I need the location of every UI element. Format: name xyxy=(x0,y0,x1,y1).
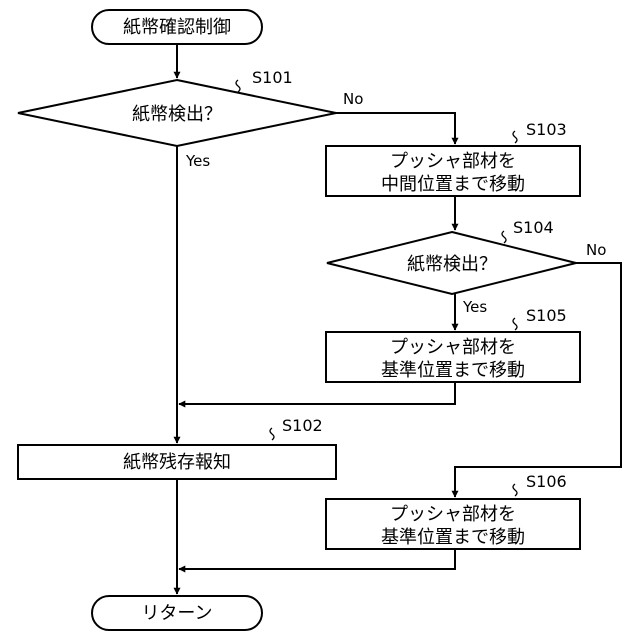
branch-s104-no: No xyxy=(586,241,606,259)
step-id-s104: S104 xyxy=(513,218,554,237)
step-leader-s106 xyxy=(513,484,517,496)
step-leader-s105 xyxy=(513,318,517,330)
step-leader-s102 xyxy=(270,428,274,440)
start-terminal-label: 紙幣確認制御 xyxy=(123,17,231,38)
process-s105-line1: プッシャ部材を xyxy=(390,337,516,358)
process-s105-line2: 基準位置まで移動 xyxy=(381,360,525,381)
decision-s104-label: 紙幣検出？ xyxy=(407,254,497,275)
step-id-s101: S101 xyxy=(252,68,293,87)
process-s102-label: 紙幣残存報知 xyxy=(123,452,231,473)
branch-s101-no: No xyxy=(343,90,363,108)
decision-s101-label: 紙幣検出？ xyxy=(132,104,222,125)
step-leader-s104 xyxy=(502,231,506,243)
connector-s101-no xyxy=(336,113,455,144)
connector-s105-merge xyxy=(179,382,455,404)
process-s103-line1: プッシャ部材を xyxy=(390,151,516,172)
end-terminal-label: リターン xyxy=(141,603,212,624)
connector-s106-merge xyxy=(179,549,455,569)
step-id-s102: S102 xyxy=(282,416,323,435)
process-s106-line1: プッシャ部材を xyxy=(390,504,516,525)
step-id-s103: S103 xyxy=(526,120,567,139)
branch-s104-yes: Yes xyxy=(462,298,487,316)
process-s106-line2: 基準位置まで移動 xyxy=(381,527,525,548)
step-id-s105: S105 xyxy=(526,306,567,325)
step-leader-s103 xyxy=(513,131,517,143)
step-id-s106: S106 xyxy=(526,472,567,491)
step-leader-s101 xyxy=(236,80,240,92)
process-s103-line2: 中間位置まで移動 xyxy=(381,174,525,195)
branch-s101-yes: Yes xyxy=(185,152,210,170)
